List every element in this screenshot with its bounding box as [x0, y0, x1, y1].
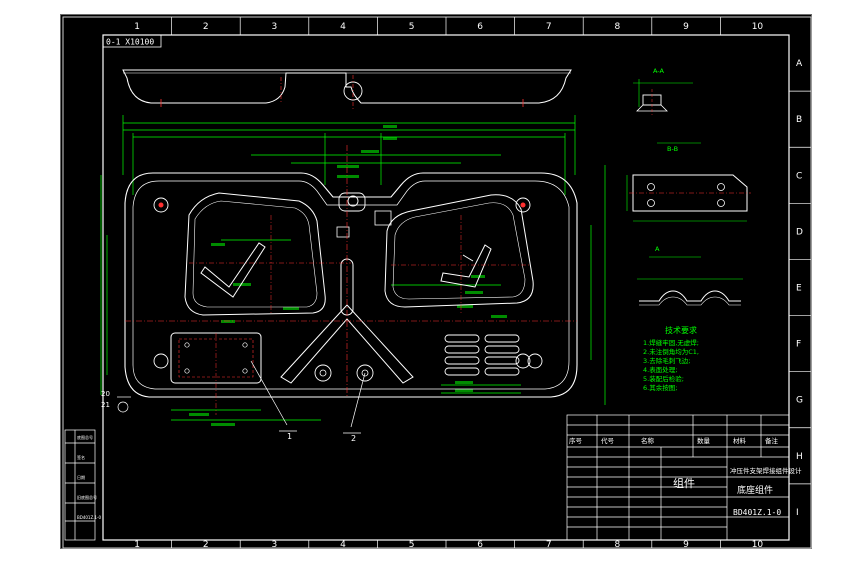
note-line: 5.装配后检验; — [643, 374, 684, 383]
zone-number: 2 — [203, 540, 209, 550]
zone-letter: E — [796, 284, 802, 294]
zone-numbers-bottom: 1 2 3 4 5 6 7 8 9 10 — [134, 540, 763, 550]
inner-frame — [102, 34, 790, 541]
zone-number: 5 — [409, 540, 415, 550]
zone-number: 4 — [340, 22, 346, 32]
zone-number: 10 — [752, 22, 764, 32]
left-strip-cell: 签名 — [77, 454, 85, 460]
notes-title: 技术要求 — [665, 325, 697, 335]
note-line: 6.其余按图; — [643, 383, 677, 392]
technical-notes: 技术要求 1.焊缝牢固,无虚焊;2.未注倒角均为C1,3.去除毛刺飞边;4.表面… — [643, 325, 699, 392]
zone-letter: G — [796, 396, 803, 406]
title-block — [566, 414, 790, 541]
zone-number: 9 — [683, 540, 689, 550]
section-b-label: B-B — [667, 145, 678, 153]
plan-dimensions — [100, 115, 606, 421]
zone-number: 7 — [546, 540, 552, 550]
drawing-number: BD401Z.1-0 — [733, 508, 781, 517]
bom-header-cell: 代号 — [601, 436, 615, 445]
zone-number: 7 — [546, 22, 552, 32]
assembly-name: 组件 — [673, 476, 695, 490]
drawing-sheet: 1 2 3 4 5 6 7 8 9 10 1 2 3 4 5 6 7 8 9 10 A B C D E F G H I 0-1 X1… — [60, 14, 812, 550]
bom-header: 序号 代号 名称 数量 材料 备注 — [569, 436, 779, 445]
drawing-canvas: 1 2 3 4 5 6 7 8 9 10 1 2 3 4 5 6 7 8 9 10 A B C D E F G H I 0-1 X1… — [62, 16, 812, 550]
bom-header-cell: 序号 — [569, 436, 583, 445]
main-plan-view — [117, 145, 578, 434]
outer-border — [62, 16, 812, 549]
note-line: 3.去除毛刺飞边; — [643, 356, 690, 365]
bom-header-cell: 名称 — [641, 436, 655, 445]
zone-letter: D — [796, 227, 803, 237]
bom-header-cell: 材料 — [733, 436, 747, 445]
zone-number: 2 — [203, 22, 209, 32]
note-line: 2.未注倒角均为C1, — [643, 347, 699, 356]
callout-1: 1 — [287, 432, 292, 441]
callout-20: 20 — [101, 390, 110, 398]
zone-letter: I — [796, 508, 799, 518]
zone-number: 9 — [683, 22, 689, 32]
note-line: 4.表面处理; — [643, 365, 677, 374]
callout-2: 2 — [351, 434, 356, 443]
left-strip-cell: 底图总号 — [77, 434, 93, 440]
detail-label: A — [655, 245, 660, 253]
left-strip-cell: 日期 — [77, 474, 85, 480]
zone-number: 5 — [409, 22, 415, 32]
zone-number: 1 — [134, 22, 140, 32]
zone-number: 4 — [340, 540, 346, 550]
section-a-label: A-A — [653, 67, 665, 75]
zone-letter: C — [796, 171, 802, 181]
zone-number: 10 — [752, 540, 764, 550]
zone-letter: A — [796, 59, 803, 69]
zone-number: 8 — [615, 540, 621, 550]
zone-letters-right: A B C D E F G H I — [789, 59, 811, 518]
section-b-view: B-B — [626, 142, 751, 222]
left-strip-cell: 旧底图总号 — [77, 494, 97, 500]
bom-header-cell: 备注 — [765, 436, 779, 445]
note-line: 1.焊缝牢固,无虚焊; — [643, 338, 699, 347]
zone-letter: F — [796, 340, 801, 350]
zone-number: 6 — [477, 22, 483, 32]
zone-number: 3 — [272, 22, 278, 32]
zone-number: 3 — [272, 540, 278, 550]
corner-code: 0-1 X10100 — [106, 38, 154, 47]
callout-21: 21 — [101, 401, 110, 409]
left-strip-cell: BD401Z.1-0 — [77, 515, 101, 520]
product-name: 冲压件支架焊接组件设计 — [730, 466, 802, 475]
zone-number: 6 — [477, 540, 483, 550]
zone-number: 8 — [615, 22, 621, 32]
corner-code-box — [102, 34, 162, 48]
detail-view: A — [637, 245, 743, 306]
zone-letter: B — [796, 115, 802, 125]
bom-header-cell: 数量 — [697, 436, 711, 445]
left-strip — [64, 429, 96, 541]
part-name: 底座组件 — [737, 484, 773, 496]
section-a-view: A-A — [633, 67, 693, 115]
dimension-labels — [189, 125, 507, 426]
zone-numbers-top: 1 2 3 4 5 6 7 8 9 10 — [134, 17, 763, 35]
zone-letter: H — [796, 452, 803, 462]
top-elevation-view — [122, 69, 572, 109]
zone-number: 1 — [134, 540, 140, 550]
